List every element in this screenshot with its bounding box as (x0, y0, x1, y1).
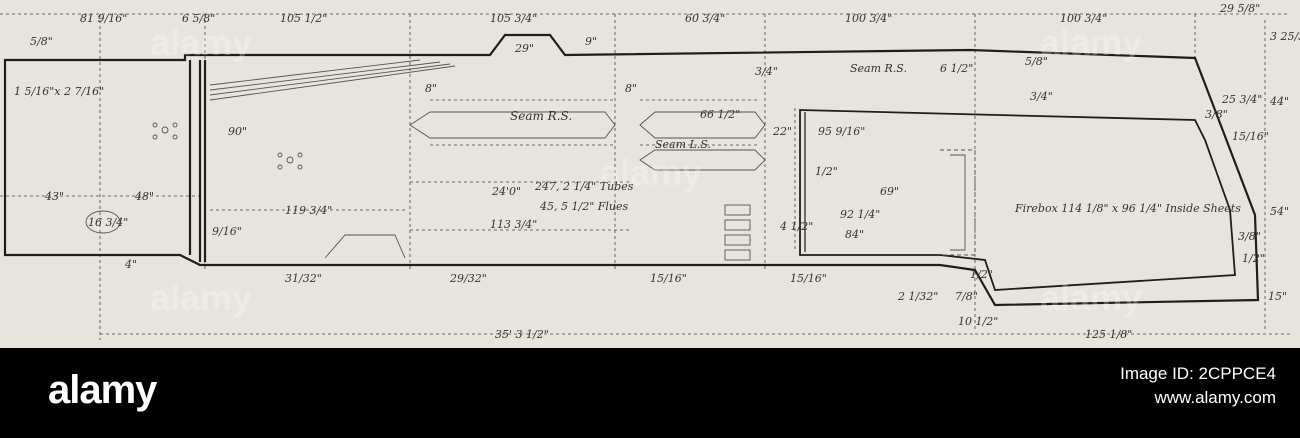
label-eight-a: 8" (425, 82, 437, 95)
label-three-quarter-b: 3/4" (1030, 90, 1053, 103)
label-seam-rs-top-w: 6 1/2" (940, 62, 973, 75)
label-top-a: 81 9/16" (80, 12, 127, 25)
label-top-b: 6 5/8" (182, 12, 215, 25)
label-left-rivet: 1 5/16"x 2 7/16" (14, 85, 104, 98)
label-d-16: 16 3/4" (88, 216, 128, 229)
label-overall: 35' 3 1/2" (495, 328, 549, 341)
label-bottom-15a: 15/16" (650, 272, 687, 285)
label-top-c: 105 1/2" (280, 12, 327, 25)
label-thick-3-8-b: 3/8" (1205, 108, 1228, 121)
label-top-e: 60 3/4" (685, 12, 725, 25)
tube-outlines (85, 59, 976, 261)
label-thick-half-b: 1/2" (1242, 252, 1265, 265)
label-tubes-len: 24'0" (491, 185, 521, 198)
label-thick-half-c: 1/2" (970, 268, 993, 281)
label-bottom-29: 29/32" (449, 272, 487, 285)
label-left-thick: 5/8" (30, 35, 53, 48)
label-eight-b: 8" (625, 82, 637, 95)
label-bottom-15b: 15/16" (790, 272, 827, 285)
label-bottom-7-8: 7/8" (955, 290, 978, 303)
label-sheet-66: 66 1/2" (700, 108, 740, 121)
svg-text:alamy: alamy (1040, 22, 1142, 63)
svg-text:alamy: alamy (150, 22, 252, 63)
dimension-labels: 81 9/16" 6 5/8" 105 1/2" 105 3/4" 60 3/4… (14, 2, 1300, 341)
label-seam-ls: Seam L.S. (655, 138, 711, 151)
label-dome: 29" (514, 42, 534, 55)
label-right-top: 3 25/32" (1270, 30, 1300, 43)
label-top-d: 105 3/4" (490, 12, 537, 25)
label-d-119: 119 3/4" (285, 204, 332, 217)
paper-background (0, 0, 1300, 348)
svg-text:alamy: alamy (600, 152, 702, 193)
label-seam-rs-top: Seam R.S. (850, 62, 907, 75)
label-right-44: 44" (1269, 95, 1289, 108)
label-d-43: 43" (44, 190, 64, 203)
label-top-g: 100 3/4" (1060, 12, 1107, 25)
label-firebox-len: 125 1/8" (1085, 328, 1132, 341)
label-h-69: 69" (880, 185, 899, 198)
label-thick-15: 15/16" (1232, 130, 1269, 143)
label-h-90: 90" (228, 125, 247, 138)
label-h-95: 95 9/16" (818, 125, 865, 138)
label-top-h: 29 5/8" (1219, 2, 1260, 15)
site-url: www.alamy.com (1154, 388, 1276, 407)
label-five-eighths-top: 5/8" (1025, 55, 1048, 68)
label-h-22: 22" (772, 125, 792, 138)
label-d-9-16: 9/16" (212, 225, 242, 238)
boiler-shell (3, 33, 1260, 307)
label-d-48: 48" (134, 190, 154, 203)
label-flues: 45, 5 1/2" Flues (539, 200, 628, 213)
svg-text:alamy: alamy (150, 277, 252, 318)
label-bottom-4: 4" (124, 258, 137, 271)
label-thick-3-8-a: 3/8" (1238, 230, 1261, 243)
label-three-quarter-a: 3/4" (755, 65, 778, 78)
svg-text:alamy: alamy (1040, 277, 1142, 318)
image-info: Image ID: 2CPPCE4 www.alamy.com (1120, 362, 1276, 410)
boiler-drawing: alamy alamy alamy alamy alamy 81 9/16" 6… (0, 0, 1300, 348)
label-bottom-10: 10 1/2" (958, 315, 998, 328)
label-firebox: Firebox 114 1/8" x 96 1/4" Inside Sheets (1014, 202, 1241, 215)
label-d-25: 25 3/4" (1221, 93, 1262, 106)
label-right-15: 15" (1268, 290, 1287, 303)
watermark: alamy alamy alamy alamy alamy (150, 22, 1142, 318)
label-tubes: 247, 2 1/4" Tubes (534, 180, 634, 193)
label-right-54: 54" (1270, 205, 1289, 218)
label-seam-rs-mid: Seam R.S. (510, 109, 572, 123)
label-half-a: 1/2" (815, 165, 838, 178)
label-h-41: 4 1/2" (779, 220, 813, 233)
label-d-84: 84" (845, 228, 864, 241)
dimension-lines (0, 13, 1290, 340)
footer-bar: alamy Image ID: 2CPPCE4 www.alamy.com (0, 348, 1300, 438)
label-bottom-31: 31/32" (285, 272, 322, 285)
label-bottom-21: 2 1/32" (897, 290, 938, 303)
label-d-92: 92 1/4" (840, 208, 880, 221)
label-d-113: 113 3/4" (490, 218, 537, 231)
label-top-f: 100 3/4" (845, 12, 892, 25)
image-id: Image ID: 2CPPCE4 (1120, 364, 1276, 383)
brand-logo: alamy (48, 368, 157, 412)
label-dome-r: 9" (585, 35, 597, 48)
